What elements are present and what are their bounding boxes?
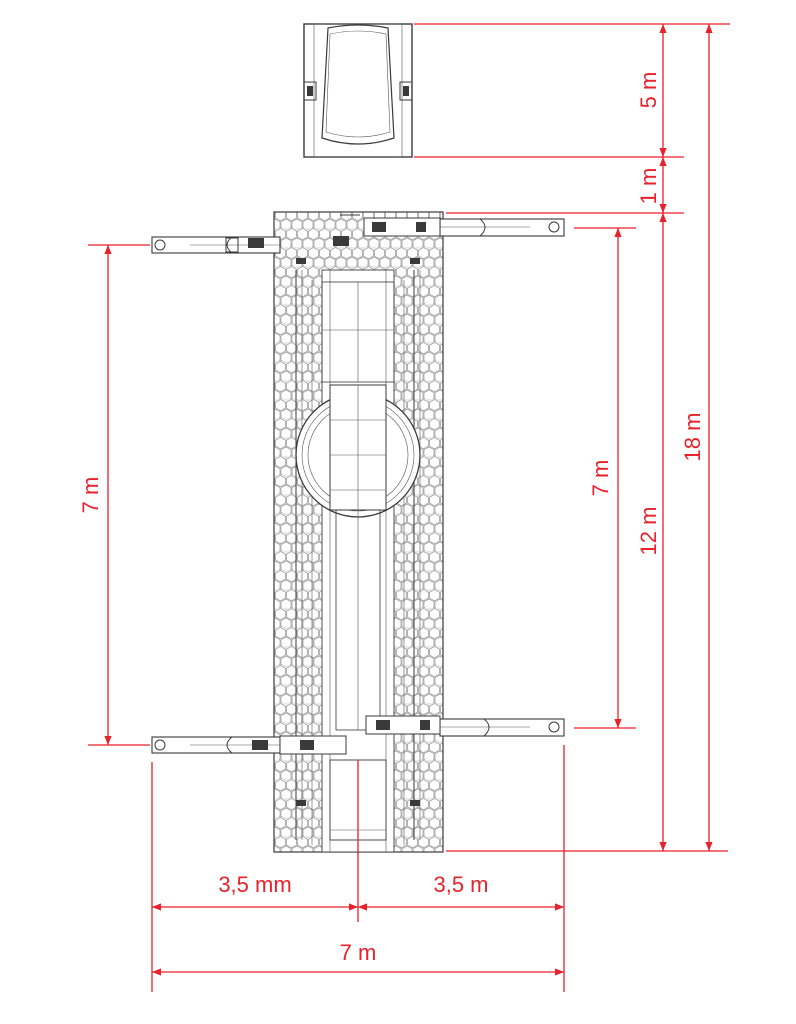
top-vehicle (303, 23, 413, 158)
dim-label-total-width: 7 m (340, 940, 377, 965)
dim-label-total-length: 18 m (680, 413, 705, 462)
dimension-lines (88, 23, 730, 992)
outrigger-bottom-left (151, 735, 347, 755)
dim-label-body-length: 12 m (636, 507, 661, 556)
dim-label-half-width-left: 3,5 mm (218, 872, 291, 897)
dim-label-top-vehicle: 5 m (636, 72, 661, 109)
outrigger-bottom-right (365, 715, 565, 737)
crane-body (273, 211, 444, 853)
dim-label-half-width-right: 3,5 m (433, 872, 488, 897)
outrigger-top-right (363, 217, 565, 237)
dim-label-outrigger-spacing-right: 7 m (588, 460, 613, 497)
dim-label-gap: 1 m (636, 168, 661, 205)
outrigger-top-left (151, 236, 281, 254)
dim-label-outrigger-spacing-left: 7 m (78, 477, 103, 514)
